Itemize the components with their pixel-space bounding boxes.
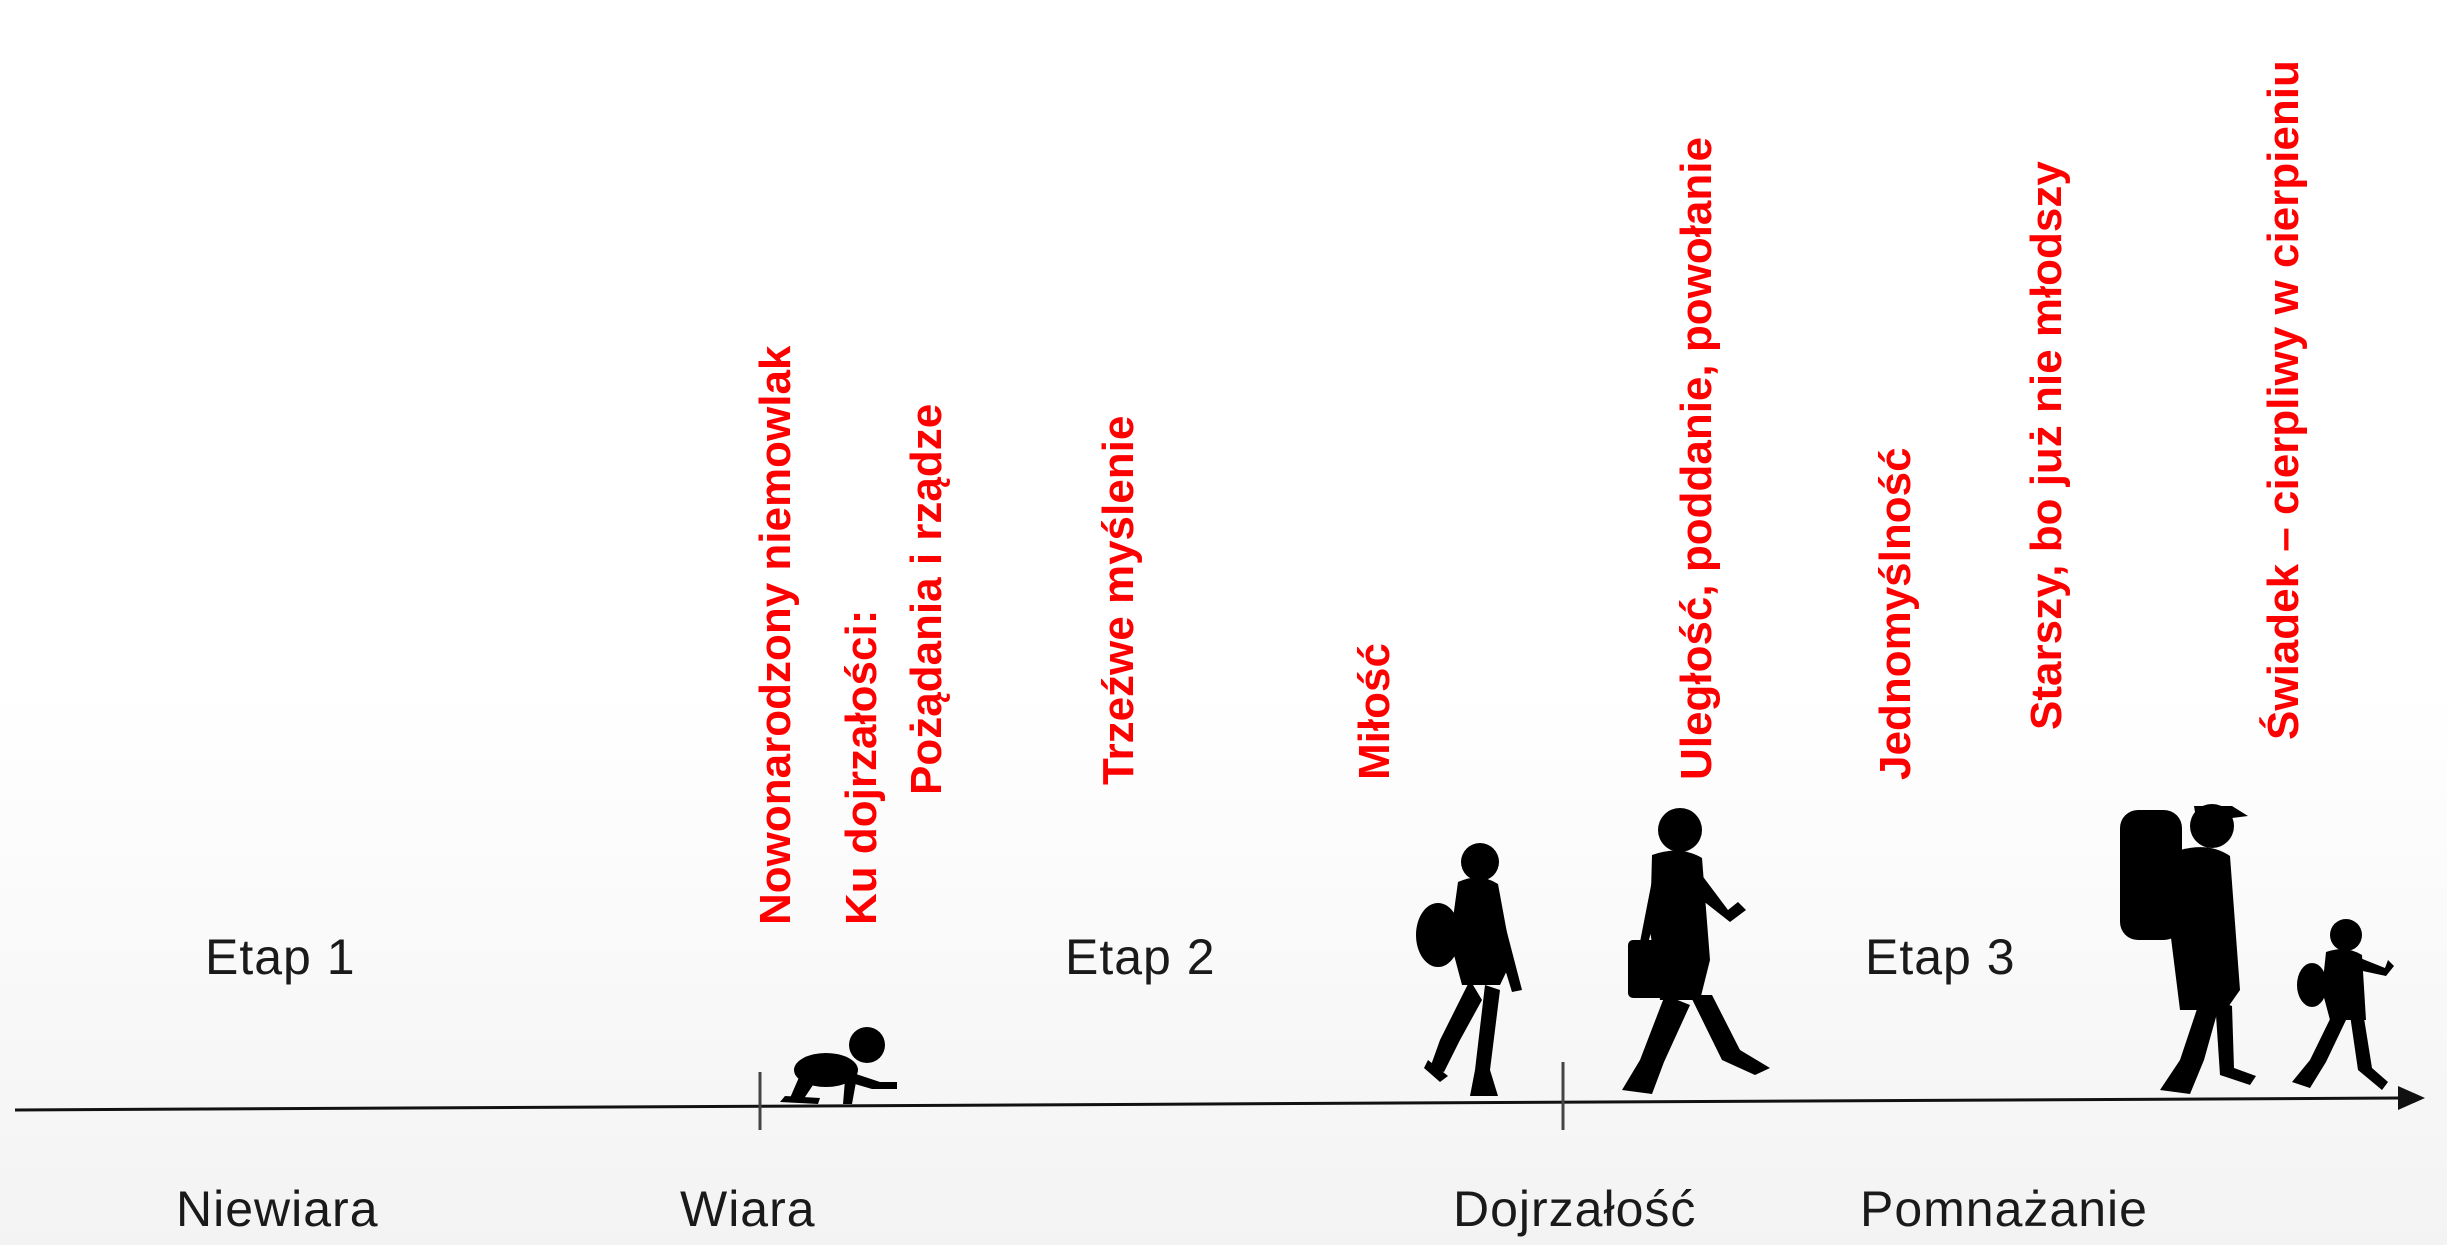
small-child-silhouette [2292,919,2394,1090]
baby-silhouette [780,1027,897,1104]
milestone-niewiara: Niewiara [176,1181,379,1237]
child-backpack-silhouette [1416,843,1522,1096]
growth-label-newborn: Nowonarodzony niemowlak [751,345,800,925]
growth-label-elder: Starszy, bo już nie młodszy [2022,161,2071,730]
growth-label-desires: Pożądania i rządze [902,403,951,795]
stage-3-label: Etap 3 [1865,929,2016,985]
adult-walking-silhouette [1622,808,1770,1094]
milestone-wiara: Wiara [680,1181,816,1237]
growth-label-love: Miłość [1350,643,1399,780]
milestone-dojrzalosc: Dojrzałość [1453,1181,1697,1237]
timeline-axis [14,1062,2425,1130]
growth-label-sober-thinking: Trzeźwe myślenie [1094,415,1143,785]
growth-label-unity: Jednomyślność [1871,447,1920,780]
axis-arrowhead [2398,1086,2425,1110]
stage-1-label: Etap 1 [205,929,356,985]
growth-label-submission: Uległość, poddanie, powołanie [1672,137,1721,780]
stage-2-label: Etap 2 [1065,929,1216,985]
growth-label-toward-maturity: Ku dojrzałości: [837,609,886,925]
growth-label-witness: Świadek – cierpliwy w cierpieniu [2259,60,2308,740]
parent-backpack-silhouette [2120,804,2256,1094]
milestone-pomnazanie: Pomnażanie [1860,1181,2148,1237]
